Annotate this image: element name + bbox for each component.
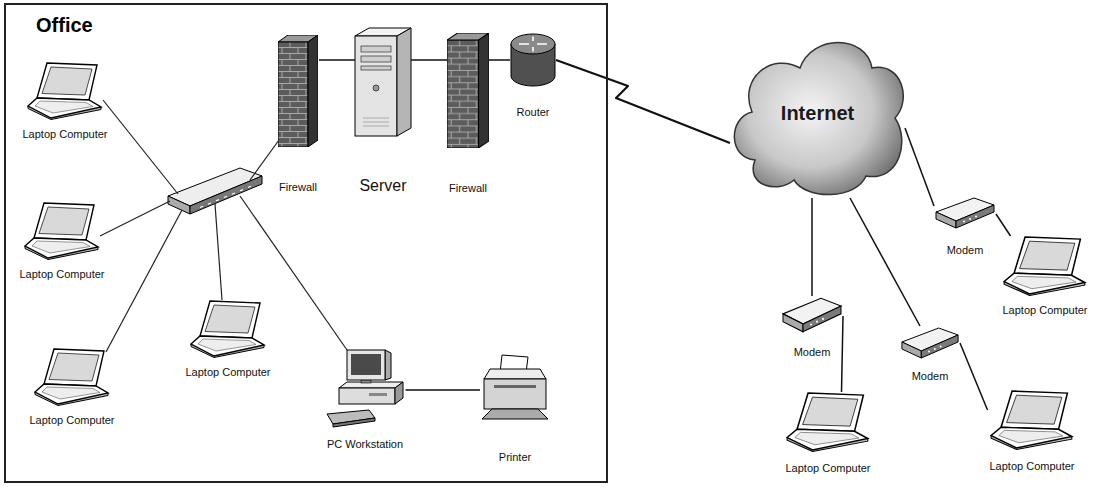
device-label: Laptop Computer <box>23 128 108 141</box>
server-bay <box>361 56 391 62</box>
region-title: Office <box>36 13 93 37</box>
firewall-node: Firewall <box>447 33 489 196</box>
network-link <box>811 198 813 296</box>
internet-cloud-shape <box>734 43 903 195</box>
router-icon <box>511 34 555 86</box>
firewall-icon <box>447 33 489 148</box>
laptop-node: Laptop Computer <box>1001 236 1090 318</box>
laptop-node: Laptop Computer <box>28 348 117 428</box>
server-button <box>373 85 379 91</box>
pc-icon <box>327 350 403 427</box>
laptop-icon <box>991 391 1072 449</box>
cable-line <box>215 204 222 300</box>
server-vents <box>363 118 389 126</box>
switch-ports <box>200 186 251 207</box>
printer-icon <box>482 355 548 419</box>
pc-case-side <box>395 382 403 404</box>
device-label: Laptop Computer <box>186 366 271 379</box>
device-label: Laptop Computer <box>20 268 105 281</box>
device-label: Laptop Computer <box>786 462 871 475</box>
device-label: Laptop Computer <box>1003 304 1088 317</box>
firewall-icon <box>278 35 318 147</box>
device-label: Server <box>359 176 406 195</box>
router-arrows <box>519 37 547 52</box>
cable-line <box>250 140 279 180</box>
cloud-label: Internet <box>781 101 854 125</box>
device-label: Laptop Computer <box>30 414 115 427</box>
pc-monitor <box>347 350 385 380</box>
server-bay <box>361 46 391 52</box>
laptop-icon <box>191 301 264 358</box>
device-label: Firewall <box>279 181 317 194</box>
laptop-node: Laptop Computer <box>18 202 107 282</box>
pc-case <box>339 388 395 404</box>
modem-icon <box>936 198 994 228</box>
modem-icon <box>783 298 841 332</box>
pc-monitor-side <box>385 350 391 380</box>
switch-side <box>190 176 262 214</box>
modem-node: Modem <box>900 326 960 384</box>
printer-node: Printer <box>480 355 550 465</box>
server-side <box>397 28 411 136</box>
firewall-node: Firewall <box>277 35 319 195</box>
workstation-node: PC Workstation <box>325 348 406 452</box>
network-link <box>556 60 730 143</box>
device-label: Modem <box>794 346 831 359</box>
cable-line <box>103 100 178 194</box>
laptop-icon <box>28 63 101 120</box>
printer-top <box>484 369 546 379</box>
network-link <box>411 59 447 61</box>
device-label: Firewall <box>449 182 487 195</box>
laptop-node: Laptop Computer <box>21 62 110 142</box>
server-front <box>355 36 397 136</box>
printer-body <box>484 379 546 409</box>
network-link <box>960 343 988 410</box>
cable-line <box>240 196 347 350</box>
network-link <box>842 316 844 392</box>
network-link <box>996 214 1011 236</box>
laptop-icon <box>25 203 98 260</box>
laptop-node: Laptop Computer <box>988 390 1077 474</box>
printer-slot <box>494 385 536 388</box>
device-label: Modem <box>947 244 984 257</box>
modem-node: Modem <box>781 296 843 360</box>
switch-front <box>168 196 190 214</box>
laptop-icon <box>1004 237 1085 295</box>
modem-node: Modem <box>934 196 996 258</box>
laptop-icon <box>787 393 868 451</box>
network-link <box>905 128 934 206</box>
pc-drive <box>369 393 387 396</box>
network-link <box>319 59 355 61</box>
device-label: Printer <box>499 451 531 464</box>
internet-cloud: Internet <box>730 28 905 198</box>
modem-icon <box>902 328 958 358</box>
server-node: Server <box>355 28 411 195</box>
network-link <box>850 198 920 326</box>
server-bay <box>361 66 391 70</box>
laptop-node: Laptop Computer <box>784 392 873 476</box>
laptop-node: Laptop Computer <box>184 300 273 380</box>
cable-line <box>100 201 170 236</box>
device-label: PC Workstation <box>327 438 403 451</box>
router-top <box>511 34 555 54</box>
router-node: Router <box>510 32 556 120</box>
network-link <box>489 59 510 61</box>
server-icon <box>355 28 411 136</box>
laptop-icon <box>35 349 108 406</box>
printer-tray <box>482 409 548 419</box>
pc-keyboard-edge <box>333 418 375 427</box>
cable-line <box>106 210 182 352</box>
device-label: Laptop Computer <box>990 460 1075 473</box>
pc-screen <box>351 354 381 375</box>
device-label: Modem <box>912 370 949 383</box>
device-label: Router <box>516 106 549 119</box>
network-link <box>406 389 481 391</box>
office-region: OfficeLaptop ComputerLaptop ComputerLapt… <box>4 3 608 483</box>
